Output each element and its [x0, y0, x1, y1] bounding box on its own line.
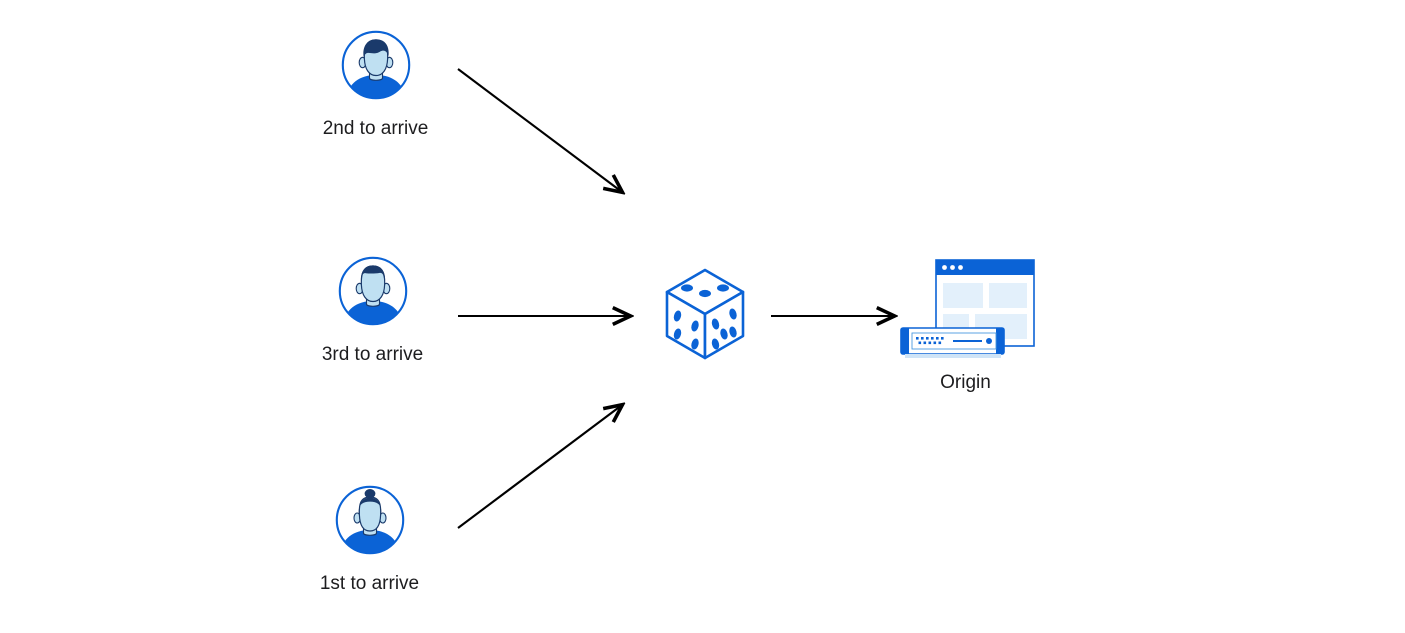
node-label-origin: Origin — [940, 372, 991, 393]
arrow-first-to-dice — [457, 405, 622, 529]
arrow-second-to-dice — [457, 68, 622, 192]
node-origin[interactable]: Origin — [893, 255, 1038, 395]
node-label-client-first: 1st to arrive — [319, 573, 420, 594]
node-randomizer[interactable] — [657, 262, 753, 366]
node-client-second[interactable]: 2nd to arrive — [303, 28, 448, 141]
dice-icon — [657, 262, 753, 366]
node-client-first[interactable]: 1st to arrive — [297, 483, 442, 596]
node-label-client-third: 3rd to arrive — [321, 344, 424, 365]
node-label-client-second: 2nd to arrive — [322, 118, 429, 139]
user-avatar-icon — [339, 28, 413, 102]
origin-server-icon — [896, 255, 1036, 360]
user-avatar-icon — [336, 254, 410, 328]
node-client-third[interactable]: 3rd to arrive — [300, 254, 445, 367]
user-avatar-icon — [333, 483, 407, 557]
router-appliance-icon — [899, 327, 1005, 358]
